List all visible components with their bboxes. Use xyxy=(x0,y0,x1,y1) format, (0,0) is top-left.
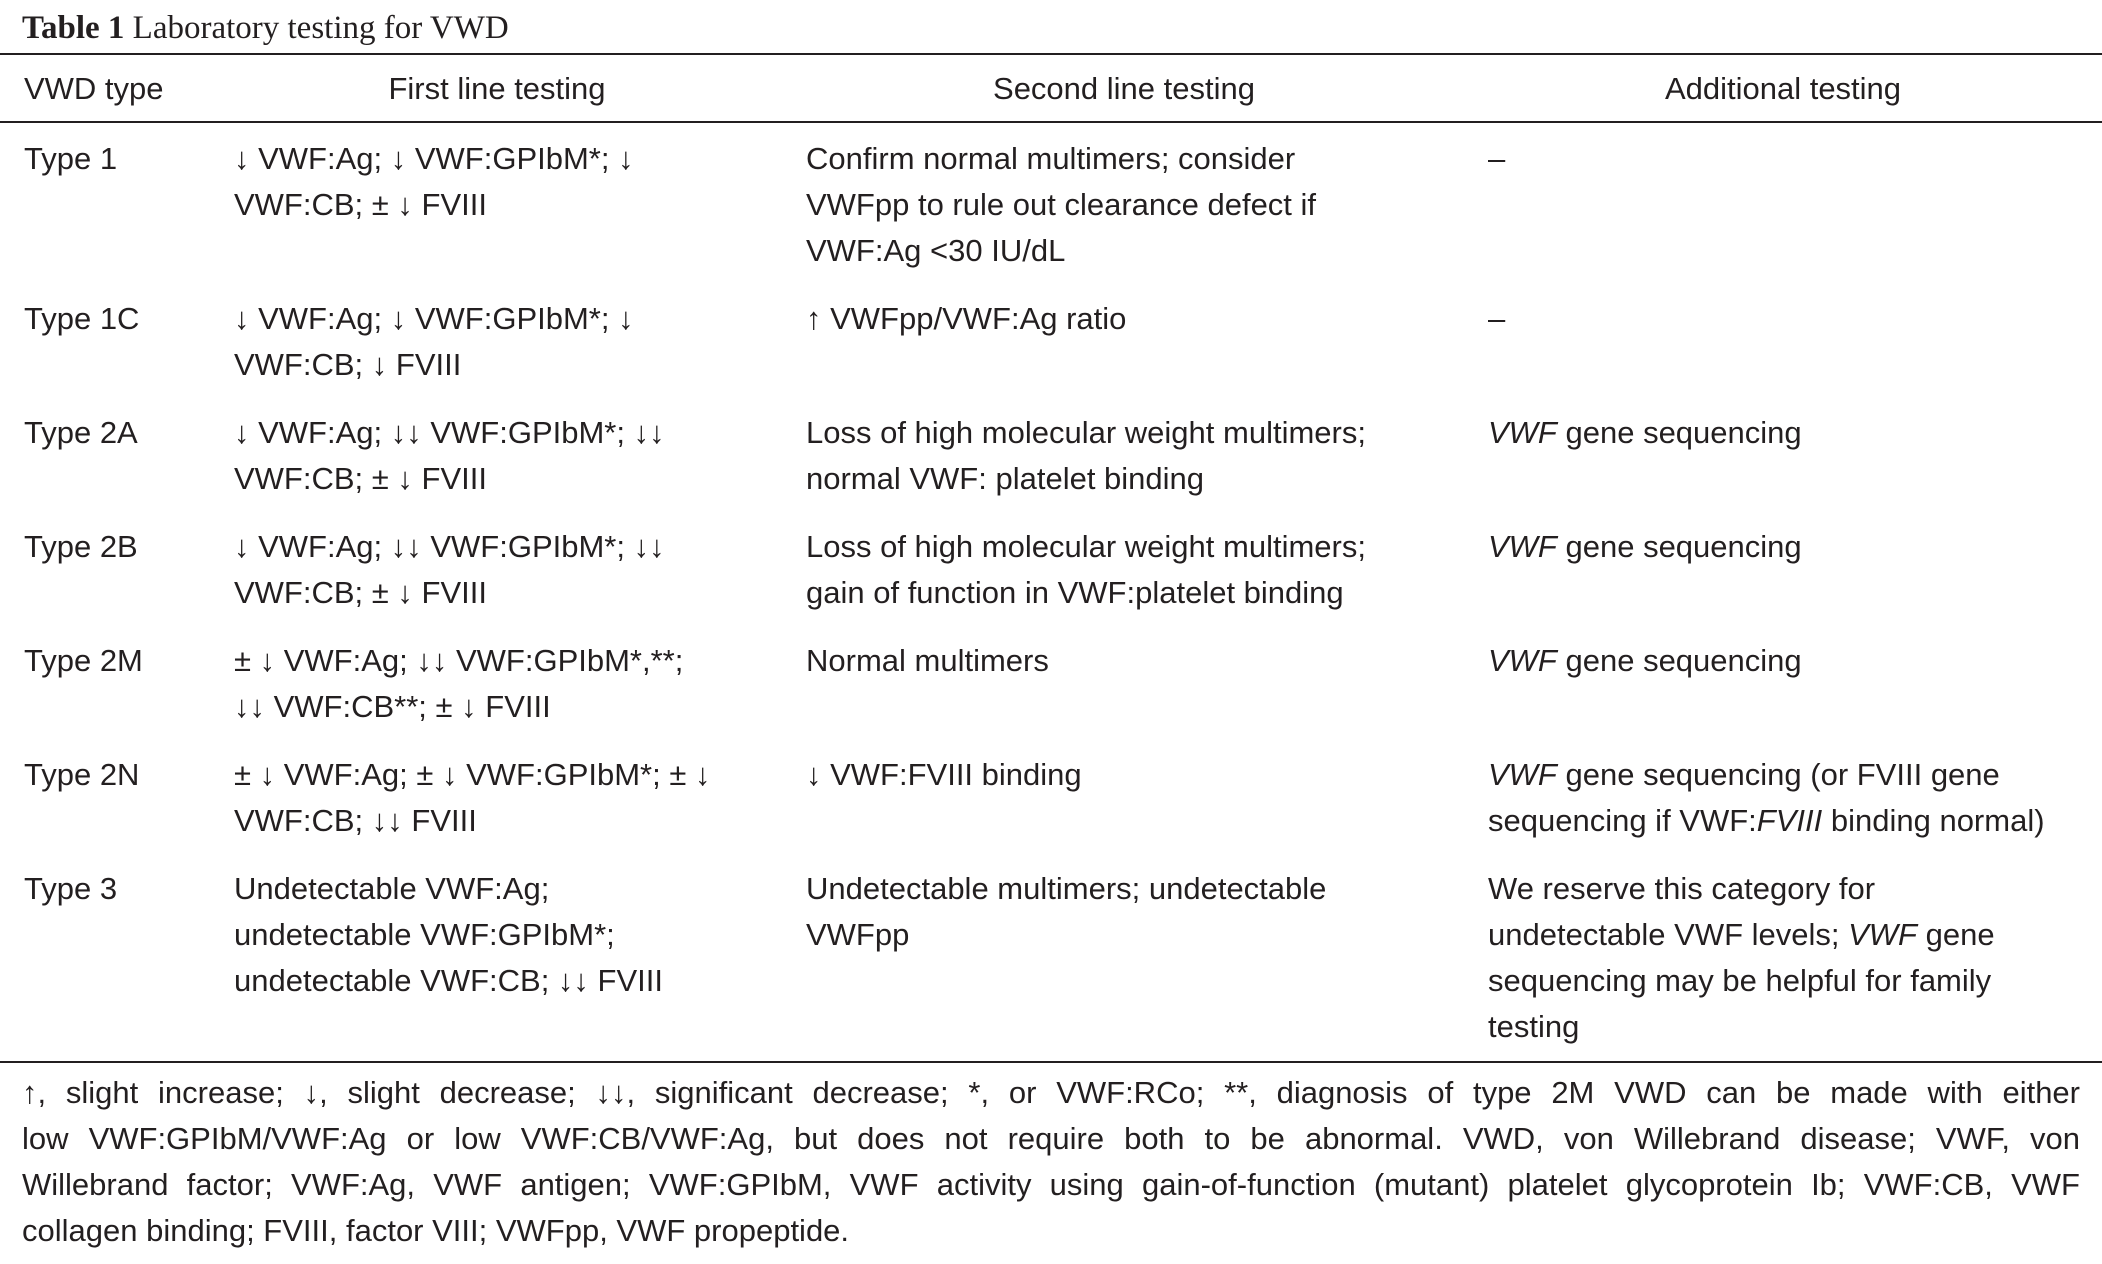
cell-first-line: ↓ VWF:Ag; ↓ VWF:GPIbM*; ↓ VWF:CB; ↓ FVII… xyxy=(234,296,634,388)
cell-first-line: ↓ VWF:Ag; ↓↓ VWF:GPIbM*; ↓↓ VWF:CB; ± ↓ … xyxy=(234,524,665,616)
cell-vwd-type: Type 1C xyxy=(24,301,140,336)
cell-vwd-type: Type 2M xyxy=(24,643,143,678)
cell-line: – xyxy=(1488,301,1506,336)
footnote-line: ↑, slight increase; ↓, slight decrease; … xyxy=(22,1075,2080,1110)
cell-line: undetectable VWF:GPIbM*; xyxy=(234,917,615,952)
cell-line: ± ↓ VWF:Ag; ± ↓ VWF:GPIbM*; ± ↓ xyxy=(234,757,711,792)
cell-text: undetectable VWF levels; xyxy=(1488,917,1849,952)
cell-line: Undetectable VWF:Ag; xyxy=(234,871,550,906)
cell-second-line: Loss of high molecular weight multimers;… xyxy=(806,410,1366,502)
cell-line: Loss of high molecular weight multimers; xyxy=(806,415,1366,450)
cell-line: VWF:CB; ± ↓ FVIII xyxy=(234,575,487,610)
table-header-rule xyxy=(0,121,2102,123)
cell-text: gene sequencing (or FVIII gene xyxy=(1556,757,2000,792)
cell-first-line: ± ↓ VWF:Ag; ↓↓ VWF:GPIbM*,**; ↓↓ VWF:CB*… xyxy=(234,638,683,730)
gene-name-italic: VWF xyxy=(1488,643,1557,678)
cell-line: VWF gene sequencing xyxy=(1488,524,1802,570)
cell-additional: We reserve this category for undetectabl… xyxy=(1488,866,1995,1050)
table-caption-label: Table 1 xyxy=(22,10,125,46)
cell-line: testing xyxy=(1488,1009,1580,1044)
table-footnotes: ↑, slight increase; ↓, slight decrease; … xyxy=(22,1070,2080,1254)
cell-line: undetectable VWF levels; VWF gene xyxy=(1488,912,1995,958)
cell-line: ↓↓ VWF:CB**; ± ↓ FVIII xyxy=(234,689,551,724)
table-bottom-rule xyxy=(0,1061,2102,1063)
cell-text: gene sequencing xyxy=(1556,643,1802,678)
cell-second-line: Normal multimers xyxy=(806,638,1049,684)
table-caption: Table 1 Laboratory testing for VWD xyxy=(22,8,509,48)
gene-name-italic: VWF xyxy=(1488,757,1557,792)
cell-line: VWF:CB; ↓↓ FVIII xyxy=(234,803,477,838)
cell-line: Normal multimers xyxy=(806,643,1049,678)
cell-line: VWF:CB; ± ↓ FVIII xyxy=(234,187,487,222)
cell-line: ↓ VWF:Ag; ↓↓ VWF:GPIbM*; ↓↓ xyxy=(234,415,665,450)
footnote-line: Willebrand factor; VWF:Ag, VWF antigen; … xyxy=(22,1167,2080,1202)
cell-line: VWFpp to rule out clearance defect if xyxy=(806,187,1317,222)
cell-additional: VWF gene sequencing xyxy=(1488,410,1802,456)
cell-line: ↓ VWF:FVIII binding xyxy=(806,757,1082,792)
cell-line: ± ↓ VWF:Ag; ↓↓ VWF:GPIbM*,**; xyxy=(234,643,684,678)
table-top-rule xyxy=(0,53,2102,55)
cell-line: ↓ VWF:Ag; ↓ VWF:GPIbM*; ↓ xyxy=(234,141,634,176)
cell-line: ↑ VWFpp/VWF:Ag ratio xyxy=(806,301,1127,336)
cell-line: VWF gene sequencing xyxy=(1488,410,1802,456)
cell-vwd-type: Type 2A xyxy=(24,415,138,450)
cell-text: gene xyxy=(1917,917,1995,952)
cell-vwd-type: Type 2N xyxy=(24,757,140,792)
cell-vwd-type: Type 3 xyxy=(24,871,118,906)
cell-additional: VWF gene sequencing xyxy=(1488,638,1802,684)
cell-additional: – xyxy=(1488,296,1505,342)
cell-line: Undetectable multimers; undetectable xyxy=(806,871,1327,906)
cell-additional: VWF gene sequencing (or FVIII gene seque… xyxy=(1488,752,2045,844)
cell-line: VWF:CB; ↓ FVIII xyxy=(234,347,462,382)
cell-second-line: Loss of high molecular weight multimers;… xyxy=(806,524,1366,616)
cell-vwd-type: Type 2B xyxy=(24,529,138,564)
table-caption-title: Laboratory testing for VWD xyxy=(132,10,509,46)
cell-line: VWFpp xyxy=(806,917,910,952)
cell-additional: – xyxy=(1488,136,1505,182)
cell-text: sequencing if VWF: xyxy=(1488,803,1757,838)
cell-text: gene sequencing xyxy=(1556,529,1802,564)
cell-text: binding normal) xyxy=(1822,803,2045,838)
header-second-line-testing: Second line testing xyxy=(993,71,1255,106)
cell-first-line: ↓ VWF:Ag; ↓ VWF:GPIbM*; ↓ VWF:CB; ± ↓ FV… xyxy=(234,136,634,228)
header-vwd-type: VWD type xyxy=(24,71,164,106)
cell-vwd-type: Type 1 xyxy=(24,141,118,176)
cell-second-line: ↑ VWFpp/VWF:Ag ratio xyxy=(806,296,1126,342)
gene-name-italic: VWF xyxy=(1488,415,1557,450)
cell-first-line: ± ↓ VWF:Ag; ± ↓ VWF:GPIbM*; ± ↓ VWF:CB; … xyxy=(234,752,710,844)
cell-line: ↓ VWF:Ag; ↓↓ VWF:GPIbM*; ↓↓ xyxy=(234,529,665,564)
cell-line: Confirm normal multimers; consider xyxy=(806,141,1296,176)
cell-second-line: Undetectable multimers; undetectable VWF… xyxy=(806,866,1326,958)
cell-line: VWF:Ag <30 IU/dL xyxy=(806,233,1066,268)
footnote-line: collagen binding; FVIII, factor VIII; VW… xyxy=(22,1213,850,1248)
cell-line: undetectable VWF:CB; ↓↓ FVIII xyxy=(234,963,663,998)
cell-additional: VWF gene sequencing xyxy=(1488,524,1802,570)
footnote-line: low VWF:GPIbM/VWF:Ag or low VWF:CB/VWF:A… xyxy=(22,1121,2080,1156)
cell-line: VWF gene sequencing (or FVIII gene xyxy=(1488,752,2045,798)
cell-line: ↓ VWF:Ag; ↓ VWF:GPIbM*; ↓ xyxy=(234,301,634,336)
cell-line: – xyxy=(1488,141,1506,176)
cell-line: VWF:CB; ± ↓ FVIII xyxy=(234,461,487,496)
cell-line: VWF gene sequencing xyxy=(1488,638,1802,684)
gene-name-italic: VWF xyxy=(1848,917,1917,952)
cell-first-line: ↓ VWF:Ag; ↓↓ VWF:GPIbM*; ↓↓ VWF:CB; ± ↓ … xyxy=(234,410,665,502)
header-first-line-testing: First line testing xyxy=(388,71,606,106)
cell-second-line: ↓ VWF:FVIII binding xyxy=(806,752,1082,798)
factor-name-italic: FVIII xyxy=(1756,803,1823,838)
cell-text: gene sequencing xyxy=(1556,415,1802,450)
cell-line: gain of function in VWF:platelet binding xyxy=(806,575,1344,610)
header-additional-testing: Additional testing xyxy=(1664,71,1902,106)
cell-second-line: Confirm normal multimers; consider VWFpp… xyxy=(806,136,1316,274)
cell-line: We reserve this category for xyxy=(1488,871,1876,906)
cell-first-line: Undetectable VWF:Ag; undetectable VWF:GP… xyxy=(234,866,663,1004)
cell-line: normal VWF: platelet binding xyxy=(806,461,1205,496)
cell-line: sequencing may be helpful for family xyxy=(1488,963,1992,998)
gene-name-italic: VWF xyxy=(1488,529,1557,564)
cell-line: Loss of high molecular weight multimers; xyxy=(806,529,1366,564)
cell-line: sequencing if VWF:FVIII binding normal) xyxy=(1488,798,2045,844)
